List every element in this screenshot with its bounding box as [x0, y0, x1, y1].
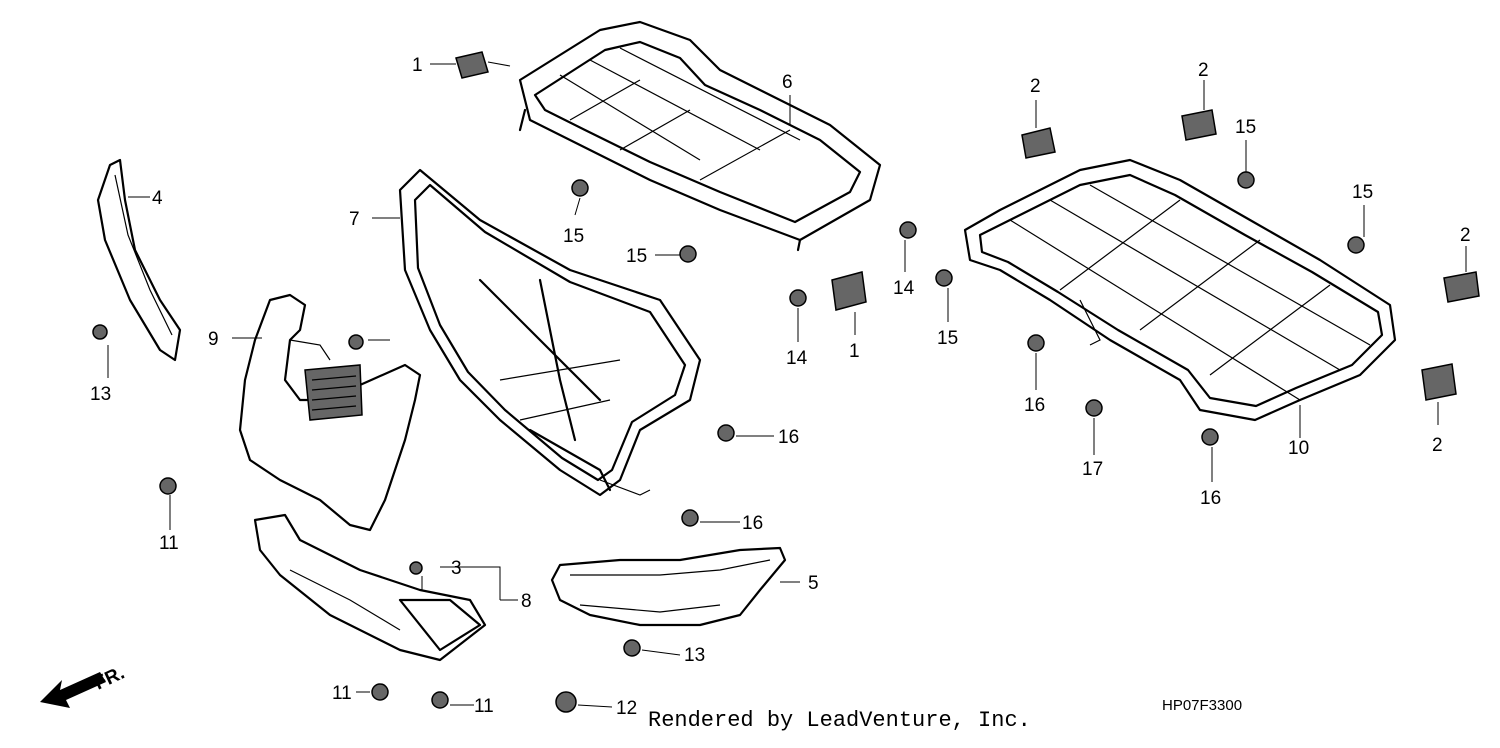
callout-2: 2	[1198, 60, 1209, 81]
part-2-pad-a	[1021, 127, 1056, 159]
part-6-carrier	[518, 20, 882, 252]
part-8-skid-plate	[253, 513, 487, 662]
callout-1: 1	[849, 341, 860, 362]
callout-11: 11	[332, 683, 352, 704]
callout-11: 11	[159, 533, 179, 554]
part-7-front-guard	[398, 168, 702, 497]
callout-7: 7	[349, 209, 360, 230]
leader-lines	[107, 63, 1467, 708]
callout-14: 14	[893, 278, 915, 299]
callout-1: 1	[412, 55, 423, 76]
callout-8: 8	[521, 591, 532, 612]
callout-9: 9	[208, 329, 219, 350]
part-2-pad-b	[1181, 109, 1217, 141]
render-credit: Rendered by LeadVenture, Inc.	[648, 708, 1031, 733]
part-1-pad-lower	[831, 271, 867, 311]
callout-15: 15	[1235, 117, 1256, 138]
callout-2: 2	[1030, 76, 1041, 97]
part-1-pad-upper	[455, 51, 511, 79]
callout-2: 2	[1460, 225, 1471, 246]
callout-3: 3	[451, 558, 462, 579]
callout-16: 17	[1082, 459, 1103, 480]
callout-5: 5	[808, 573, 819, 594]
diagram-code: HP07F3300	[1162, 697, 1243, 714]
front-direction-arrow-icon	[40, 672, 106, 708]
part-2-pad-d	[1421, 363, 1457, 401]
callout-15: 15	[626, 246, 647, 267]
callout-16: 16	[1024, 395, 1045, 416]
callout-15: 16	[1200, 488, 1221, 509]
callout-16: 16	[742, 513, 763, 534]
callout-4: 4	[152, 188, 163, 209]
callout-11: 11	[474, 696, 494, 717]
part-2-pad-c	[1443, 271, 1480, 303]
callout-15: 15	[1352, 182, 1373, 203]
callout-16: 16	[778, 427, 799, 448]
callout-15: 15	[937, 328, 958, 349]
part-5-side-guard	[550, 546, 787, 627]
callout-13: 13	[90, 384, 111, 405]
part-9-frame	[238, 293, 422, 532]
callout-13: 13	[684, 645, 705, 666]
callout-12: 12	[616, 698, 637, 719]
front-indicator-label: FR.	[91, 663, 128, 695]
callout-2: 2	[1432, 435, 1443, 456]
part-4-side-guard	[96, 158, 182, 362]
callout-6: 6	[782, 72, 793, 93]
callout-15: 15	[563, 226, 584, 247]
callout-10: 10	[1288, 438, 1309, 459]
part-10-carrier	[963, 158, 1397, 422]
hardware-fasteners	[92, 171, 1365, 713]
callout-14: 14	[786, 348, 808, 369]
